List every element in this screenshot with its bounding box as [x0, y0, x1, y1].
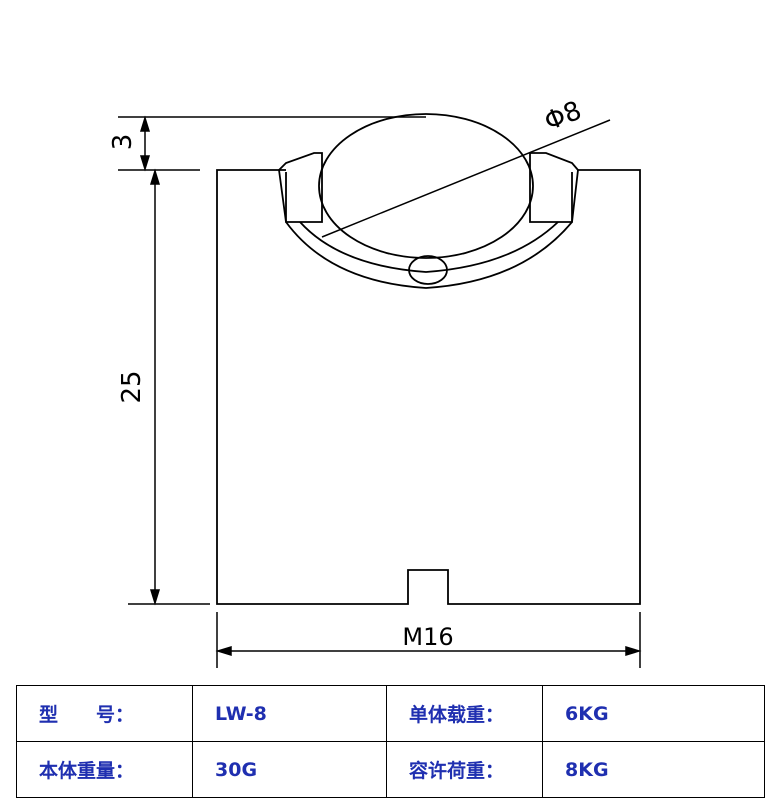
value-unit-load: 6KG — [542, 685, 765, 742]
cup-outer-arc — [285, 221, 573, 289]
right-lip — [529, 152, 579, 223]
body-outline — [216, 169, 641, 605]
table-row: 型 号： LW-8 单体载重： 6KG — [16, 685, 765, 742]
value-body-weight: 30G — [192, 741, 387, 798]
dim-ball-diameter-text: Φ8 — [540, 96, 586, 138]
label-body-weight: 本体重量： — [16, 741, 193, 798]
table-row: 本体重量： 30G 容许荷重： 8KG — [16, 741, 765, 798]
dim-height-text: 25 — [117, 370, 147, 403]
value-allowable-load: 8KG — [542, 741, 765, 798]
label-model: 型 号： — [16, 685, 193, 742]
technical-drawing: 3 25 Φ8 M16 — [108, 96, 642, 668]
cup-inner-arc — [299, 221, 559, 273]
label-allowable-load: 容许荷重： — [386, 741, 543, 798]
support-ball — [408, 255, 448, 285]
dim-thread-text: M16 — [402, 623, 453, 651]
value-model: LW-8 — [192, 685, 387, 742]
diameter-leader — [321, 119, 611, 238]
main-ball — [318, 113, 534, 259]
dim-top-gap-text: 3 — [108, 134, 138, 151]
label-unit-load: 单体载重： — [386, 685, 543, 742]
spec-table: 型 号： LW-8 单体载重： 6KG 本体重量： 30G 容许荷重： 8KG — [16, 685, 765, 798]
